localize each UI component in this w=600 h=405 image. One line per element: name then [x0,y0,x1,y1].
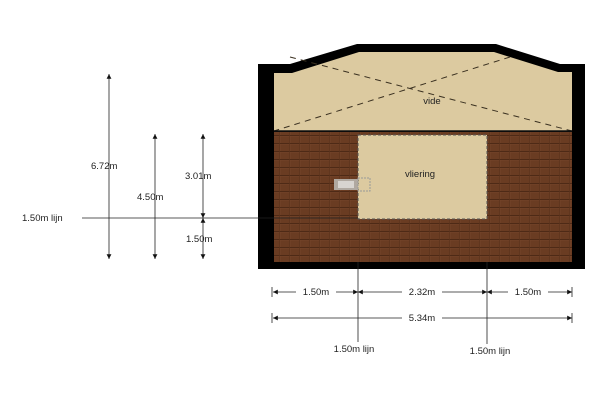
label-bg [296,285,336,297]
vertical-dimensions [106,74,206,259]
line-label-left: 1.50m lijn [22,213,63,224]
dim-total-height: 6.72m [91,161,117,172]
hatch-outline [357,177,371,192]
line-label-bottom-right: 1.50m lijn [470,346,511,357]
dim-upper-height: 3.01m [185,171,211,182]
ladder-detail [338,181,354,188]
dim-lower-height: 1.50m [186,234,212,245]
dim-left-width: 1.50m [303,287,329,298]
room-label-vliering: vliering [405,169,435,180]
dim-total-width: 5.34m [409,313,435,324]
dim-mid-height: 4.50m [137,192,163,203]
line-label-bottom-left: 1.50m lijn [334,344,375,355]
dim-right-width: 1.50m [515,287,541,298]
label-bg [402,285,442,297]
vide-dashed-cross [273,56,573,132]
label-bg [508,285,548,297]
vliering-area [357,134,488,220]
label-bg [402,311,442,323]
room-label-vide: vide [423,96,440,107]
dim-middle-width: 2.32m [409,287,435,298]
